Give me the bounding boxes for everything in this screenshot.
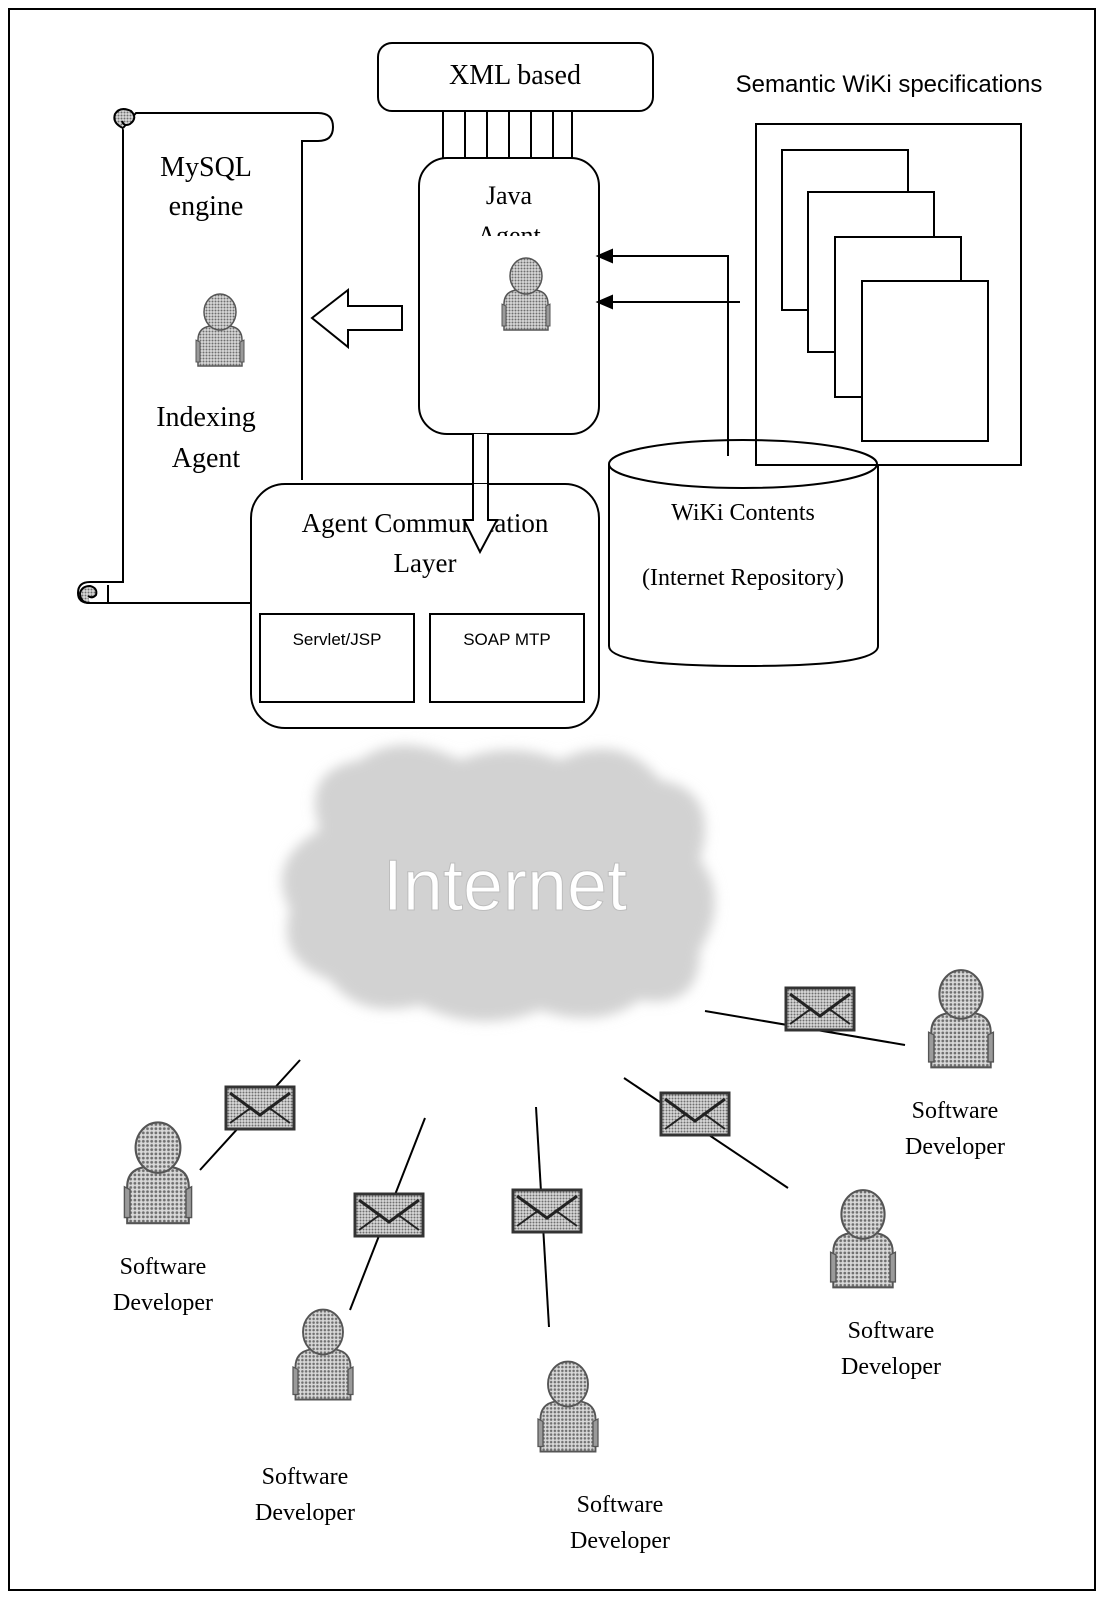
- java-label: Java: [486, 181, 533, 210]
- internet-label: Internet: [383, 846, 627, 926]
- java-agent-label: Agent: [477, 221, 541, 250]
- developer-label: Software: [262, 1464, 349, 1490]
- servlet-jsp-box: [259, 613, 415, 703]
- acl-label: Agent Communication: [302, 508, 549, 538]
- developer-person-icon: [123, 1121, 193, 1225]
- developer-label: Developer: [570, 1528, 670, 1554]
- xml-connector-lines: [442, 111, 573, 158]
- cloud-icon: Internet: [282, 745, 715, 1022]
- layer-label: Layer: [394, 548, 457, 578]
- developer-person-icon: [537, 1360, 599, 1453]
- developer-label: Developer: [113, 1290, 213, 1316]
- servlet-jsp-label: Servlet/JSP: [293, 630, 382, 649]
- wiki-contents-label: WiKi Contents: [671, 500, 815, 526]
- semantic-wiki-title: Semantic WiKi specifications: [736, 71, 1043, 98]
- envelope-icon: [659, 1091, 731, 1137]
- xml-based-box: XML based: [377, 42, 654, 112]
- internet-repository-label: (Internet Repository): [642, 565, 844, 591]
- developer-person-icon: [829, 1189, 897, 1289]
- developer-label: Software: [912, 1098, 999, 1124]
- down-hollow-arrow-overlay: [462, 484, 499, 555]
- java-agent-box: Java Agent: [418, 157, 600, 435]
- developer-label: Software: [577, 1492, 664, 1518]
- database-cylinder-icon: WiKi Contents (Internet Repository): [608, 439, 879, 668]
- envelope-icon: [511, 1188, 583, 1234]
- engine-label: engine: [169, 191, 244, 222]
- mysql-label: MySQL: [160, 152, 252, 183]
- network-links: [199, 1010, 906, 1328]
- developer-label: Developer: [255, 1500, 355, 1526]
- xml-based-label: XML based: [449, 60, 581, 91]
- envelope-icon: [224, 1085, 296, 1131]
- envelope-icon: [353, 1192, 425, 1238]
- document-stack-icon: [755, 123, 1022, 466]
- left-hollow-arrow: [310, 287, 403, 350]
- soap-mtp-box: [429, 613, 585, 703]
- agent-communication-layer-box: Agent Communication Layer Servlet/JSP SO…: [250, 483, 600, 729]
- developer-label: Software: [120, 1254, 207, 1280]
- developer-person-icon: [292, 1308, 354, 1401]
- agent-label: Agent: [172, 443, 241, 474]
- developer-label: Developer: [905, 1134, 1005, 1160]
- developer-person-icon: [927, 969, 995, 1069]
- soap-mtp-label: SOAP MTP: [463, 630, 551, 649]
- diagram-frame: [8, 8, 1096, 1591]
- developer-label: Developer: [841, 1354, 941, 1380]
- wiki-to-agent-arrows: [595, 248, 740, 455]
- indexing-label: Indexing: [156, 402, 256, 433]
- envelope-icon: [784, 986, 856, 1032]
- developer-label: Software: [848, 1318, 935, 1344]
